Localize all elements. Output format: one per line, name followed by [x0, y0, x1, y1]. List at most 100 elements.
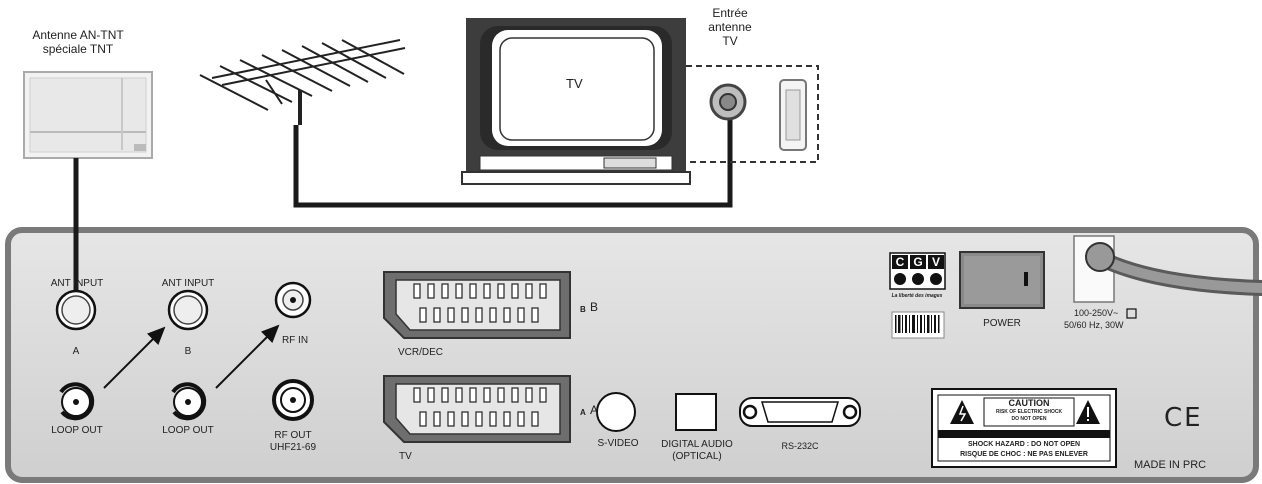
rf-out-label-line2: UHF21-69 [269, 442, 317, 453]
tnt-antenna-label: Antenne AN-TNT spéciale TNT [18, 28, 138, 56]
scart-pin [489, 307, 497, 323]
scart-pin [461, 411, 469, 427]
scart-tv-tag-small: A [580, 408, 586, 417]
scart-pin [511, 387, 519, 403]
scart-pin [469, 387, 477, 403]
optical-connector [675, 393, 717, 431]
svideo-label: S-VIDEO [597, 438, 639, 449]
scart-pin [497, 387, 505, 403]
caution-label [931, 388, 1117, 468]
scart-pin [511, 283, 519, 299]
scart-pin [503, 307, 511, 323]
cgv-letter-g: G [913, 255, 923, 269]
shock-hazard-line2: RISQUE DE CHOC : NE PAS ENLEVER [960, 451, 1088, 458]
ant-input-a-letter: A [72, 346, 80, 357]
scart-pin [433, 411, 441, 427]
loop-arrow-2 [215, 324, 280, 389]
scart-pin [441, 283, 449, 299]
digital-audio-label-line2: (OPTICAL) [672, 451, 722, 462]
double-insulation-icon [1126, 308, 1137, 319]
scart-pin [461, 307, 469, 323]
scart-pin [497, 283, 505, 299]
rs232c-label: RS-232C [781, 441, 819, 451]
cgv-logo [889, 252, 946, 290]
cgv-letter-c: C [895, 255, 905, 269]
scart-pin [433, 307, 441, 323]
caution-sub2: DO NOT OPEN [1011, 416, 1047, 422]
loop-out-1-label: LOOP OUT [51, 425, 103, 436]
power-label: POWER [983, 318, 1021, 329]
cgv-letter-v: V [931, 255, 940, 269]
rf-out-connector [272, 379, 314, 421]
scart-pin [531, 411, 539, 427]
tv-input-label-line3: TV [722, 34, 738, 48]
rf-out-label-line1: RF OUT [274, 430, 312, 441]
power-switch [959, 251, 1045, 309]
scart-tv-connector [383, 375, 571, 443]
scart-pin [475, 411, 483, 427]
scart-pin [447, 307, 455, 323]
ce-mark: CE [1164, 403, 1203, 433]
scart-pin [517, 307, 525, 323]
scart-pin [525, 387, 533, 403]
ant-input-a-label: ANT INPUT [50, 278, 104, 289]
scart-vcr-tag: B [590, 300, 599, 314]
tv-antenna-cable [293, 104, 733, 208]
svideo-connector [596, 392, 636, 432]
cgv-logo-letters: C G V [892, 255, 946, 269]
barcode-icon [891, 311, 945, 339]
roof-antenna-icon [199, 39, 406, 125]
scart-pin [419, 307, 427, 323]
scart-pin [483, 283, 491, 299]
ant-input-a-connector [55, 289, 97, 331]
digital-audio-label: DIGITAL AUDIO (OPTICAL) [652, 439, 742, 463]
ant-input-b-connector [167, 289, 209, 331]
power-rating-line1: 100-250V~ [1074, 308, 1119, 318]
scart-pin [427, 387, 435, 403]
tv-set-icon [461, 18, 691, 185]
scart-pin [475, 307, 483, 323]
scart-pin [413, 283, 421, 299]
scart-pin [469, 283, 477, 299]
scart-pin [489, 411, 497, 427]
scart-tv-label: TV [399, 451, 412, 462]
tv-input-label-line1: Entrée [712, 6, 748, 20]
scart-vcr-tag-small: B [580, 305, 586, 314]
rf-out-label: RF OUT UHF21-69 [258, 430, 328, 454]
rs232-connector [739, 397, 861, 427]
tv-scart-socket-icon [779, 79, 807, 151]
scart-pin [447, 411, 455, 427]
tv-input-outline [686, 65, 819, 163]
power-cord-icon [1073, 235, 1262, 303]
shock-hazard-line1: SHOCK HAZARD : DO NOT OPEN [968, 441, 1080, 448]
scart-pin [539, 283, 547, 299]
scart-pin [419, 411, 427, 427]
scart-pin [517, 411, 525, 427]
rf-in-connector [274, 281, 312, 319]
tv-antenna-socket-icon [709, 83, 747, 121]
rf-in-label: RF IN [281, 335, 309, 346]
scart-vcr-connector [383, 271, 571, 339]
loop-out-2-connector [171, 382, 207, 421]
made-in-label: MADE IN PRC [1134, 459, 1207, 471]
tv-input-label: Entrée antenne TV [698, 6, 762, 48]
tnt-antenna-label-line2: spéciale TNT [42, 42, 114, 56]
ant-input-b-letter: B [184, 346, 192, 357]
loop-out-2-label: LOOP OUT [162, 425, 214, 436]
scart-pin [483, 387, 491, 403]
digital-audio-label-line1: DIGITAL AUDIO [661, 439, 733, 450]
caution-sub1: RISK OF ELECTRIC SHOCK [995, 409, 1063, 415]
power-rating-line2: 50/60 Hz, 30W [1064, 320, 1124, 330]
ant-input-b-label: ANT INPUT [161, 278, 215, 289]
cgv-tagline: La liberté des images [891, 293, 943, 299]
tv-input-label-line2: antenne [708, 20, 752, 34]
scart-vcr-label: VCR/DEC [398, 347, 444, 358]
loop-out-1-connector [59, 382, 95, 421]
scart-pin [441, 387, 449, 403]
scart-pin [531, 307, 539, 323]
scart-pin [455, 387, 463, 403]
scart-pin [503, 411, 511, 427]
scart-pin [427, 283, 435, 299]
tnt-indoor-antenna-icon [23, 71, 153, 159]
